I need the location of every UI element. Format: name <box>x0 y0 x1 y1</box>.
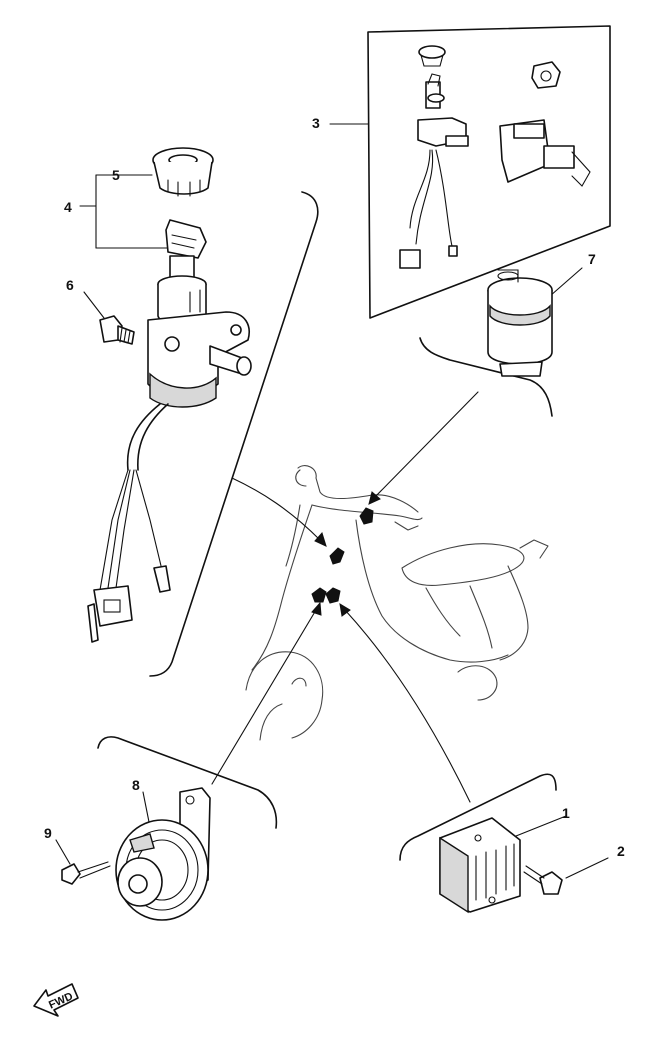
rectifier-assembly <box>439 815 609 914</box>
callout-9: 9 <box>44 825 52 841</box>
group-separators <box>97 191 557 861</box>
callout-8: 8 <box>132 777 140 793</box>
fwd-arrow-icon: FWD <box>33 983 79 1017</box>
callout-2: 2 <box>617 843 625 859</box>
callout-3: 3 <box>312 115 320 131</box>
horn-assembly <box>55 787 211 921</box>
callout-1: 1 <box>562 805 570 821</box>
scooter-outline <box>245 465 549 741</box>
callout-7: 7 <box>588 251 596 267</box>
callout-5: 5 <box>112 167 120 183</box>
callout-labels: 1 2 3 4 5 6 7 8 9 <box>44 115 625 859</box>
locator-markers <box>311 507 374 604</box>
main-switch-assembly <box>79 147 252 643</box>
callout-4: 4 <box>64 199 72 215</box>
callout-6: 6 <box>66 277 74 293</box>
leader-arrows <box>211 391 479 803</box>
kit-box-3 <box>329 25 611 319</box>
part-7-component <box>487 267 583 377</box>
